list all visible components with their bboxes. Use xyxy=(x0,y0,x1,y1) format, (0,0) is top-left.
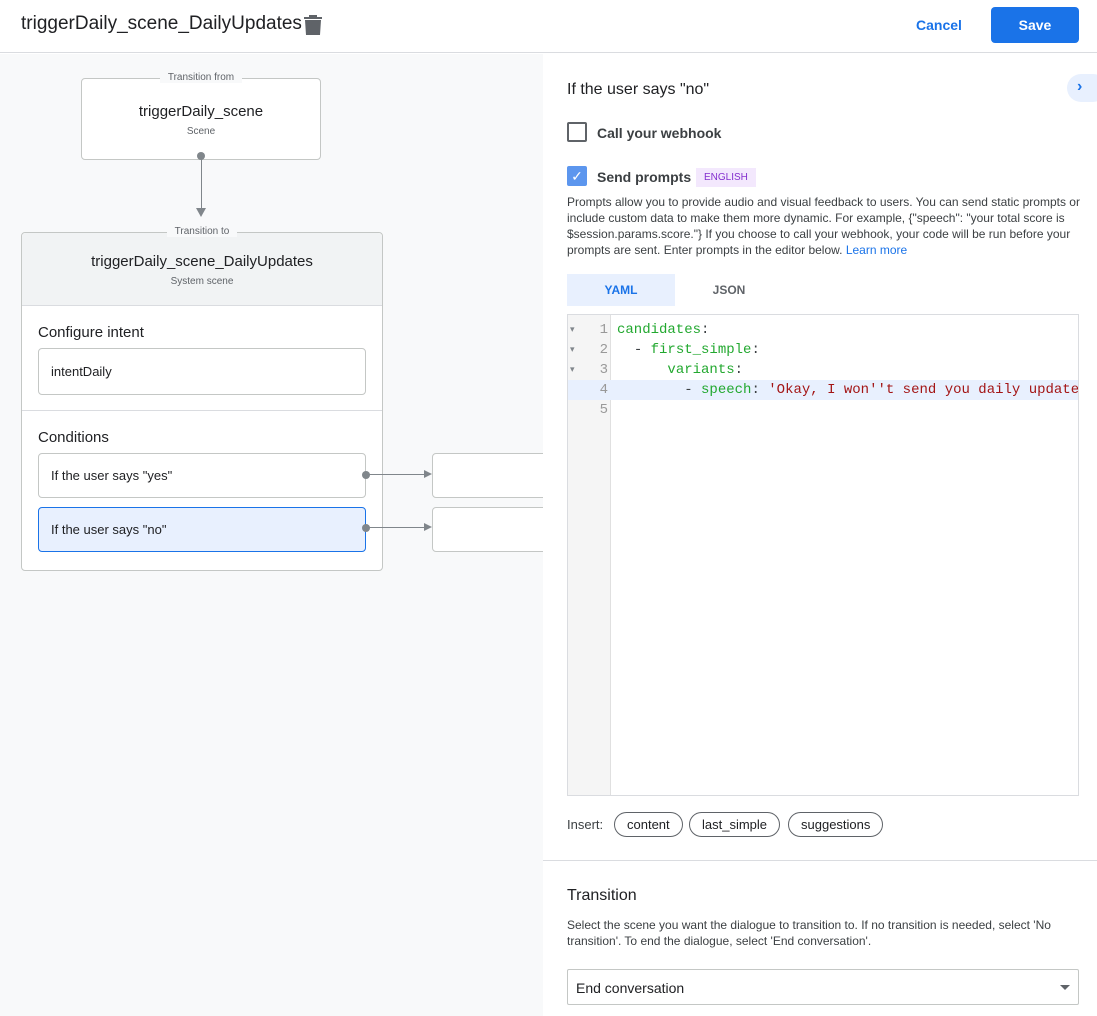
code-line: ▾2 - first_simple: xyxy=(570,342,760,358)
insert-chip-content[interactable]: content xyxy=(614,812,683,837)
fold-arrow-icon[interactable]: ▾ xyxy=(570,345,575,355)
insert-label: Insert: xyxy=(567,817,604,832)
arrow-down-icon xyxy=(196,208,206,217)
to-scene-name: triggerDaily_scene_DailyUpdates xyxy=(91,253,313,270)
divider xyxy=(22,410,382,411)
flow-canvas[interactable]: Transition from triggerDaily_scene Scene… xyxy=(0,54,543,1016)
yaml-string: 'Okay, I won''t send you daily update xyxy=(759,382,1079,398)
intent-field[interactable]: intentDaily xyxy=(38,348,366,395)
tab-json[interactable]: JSON xyxy=(712,283,746,297)
conditions-label: Conditions xyxy=(38,429,109,446)
configure-intent-label: Configure intent xyxy=(38,324,144,341)
transition-description: Select the scene you want the dialogue t… xyxy=(567,918,1051,948)
connector-dot xyxy=(362,471,370,479)
transition-from-legend: Transition from xyxy=(159,72,243,83)
details-panel: › If the user says "no" Call your webhoo… xyxy=(543,54,1097,1016)
connector-line xyxy=(366,527,426,528)
to-scene-type: System scene xyxy=(170,276,234,287)
fold-arrow-icon[interactable]: ▾ xyxy=(570,365,575,375)
send-prompts-label: Send prompts xyxy=(597,169,692,185)
language-badge: ENGLISH xyxy=(696,168,756,187)
learn-more-link[interactable]: Learn more xyxy=(845,243,908,257)
yaml-key: first_simple xyxy=(650,342,752,358)
scene-title: triggerDaily_scene_DailyUpdates xyxy=(21,13,302,34)
yaml-key: candidates xyxy=(617,322,702,338)
webhook-label: Call your webhook xyxy=(597,125,722,141)
send-prompts-checkbox[interactable]: ✓ xyxy=(567,166,587,186)
yaml-key: speech xyxy=(701,382,752,398)
dropdown-arrow-icon xyxy=(1060,985,1070,990)
transition-select-value: End conversation xyxy=(576,980,685,996)
line-number: 1 xyxy=(599,322,608,338)
transition-title: Transition xyxy=(567,887,637,904)
transition-from-node[interactable]: Transition from triggerDaily_scene Scene xyxy=(81,72,321,160)
connector-dot xyxy=(362,524,370,532)
webhook-checkbox[interactable] xyxy=(567,122,587,142)
code-line: 5 xyxy=(568,400,1078,420)
condition-yes[interactable]: If the user says "yes" xyxy=(38,453,366,498)
panel-title: If the user says "no" xyxy=(567,81,710,98)
connector-dot xyxy=(197,152,205,160)
arrow-right-icon xyxy=(424,470,432,478)
cancel-button[interactable]: Cancel xyxy=(903,7,975,43)
line-number: 2 xyxy=(599,342,608,358)
header: triggerDaily_scene_DailyUpdates Cancel S… xyxy=(0,0,1097,53)
insert-chip-suggestions[interactable]: suggestions xyxy=(788,812,884,837)
collapse-panel-chevron-icon[interactable]: › xyxy=(1067,74,1097,102)
yaml-key: variants xyxy=(667,362,735,378)
save-button[interactable]: Save xyxy=(991,7,1079,43)
insert-chip-last-simple[interactable]: last_simple xyxy=(689,812,781,837)
condition-no[interactable]: If the user says "no" xyxy=(38,507,366,552)
tab-yaml[interactable]: YAML xyxy=(567,274,675,306)
connector-line xyxy=(366,474,426,475)
fold-arrow-icon[interactable]: ▾ xyxy=(570,325,575,335)
line-number: 3 xyxy=(599,362,608,378)
line-number: 5 xyxy=(599,402,608,418)
condition-no-target-node[interactable] xyxy=(432,507,543,552)
transition-to-legend: Transition to xyxy=(166,226,238,237)
trash-icon[interactable] xyxy=(304,15,322,35)
arrow-right-icon xyxy=(424,523,432,531)
from-scene-type: Scene xyxy=(186,126,216,137)
code-line: 4 - speech: 'Okay, I won''t send you dai… xyxy=(568,380,1078,400)
condition-yes-target-node[interactable] xyxy=(432,453,543,498)
line-number: 4 xyxy=(599,382,608,398)
divider xyxy=(543,860,1097,861)
from-scene-name: triggerDaily_scene xyxy=(138,103,264,120)
connector-line xyxy=(201,158,202,210)
prompts-description: Prompts allow you to provide audio and v… xyxy=(567,195,1080,257)
transition-select[interactable]: End conversation xyxy=(567,969,1079,1005)
code-line: ▾3 variants: xyxy=(570,362,744,378)
